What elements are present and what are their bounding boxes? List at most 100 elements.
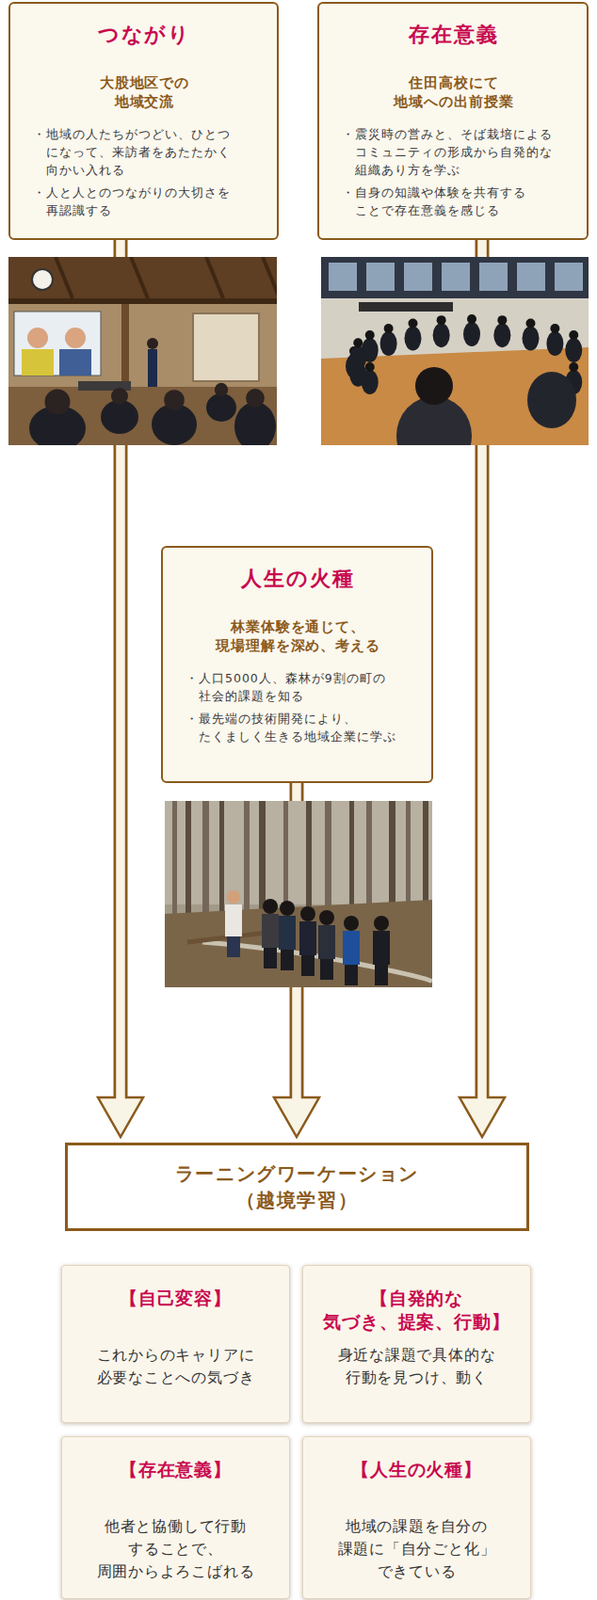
arrow-head <box>459 1097 505 1138</box>
seated-student <box>433 322 451 348</box>
outcome-text: これからのキャリアに 必要なことへの気づき <box>73 1344 278 1390</box>
legs <box>263 948 277 969</box>
text-line: （越境学習） <box>236 1187 359 1214</box>
text-line: 向かい入れる <box>32 161 126 179</box>
text-line: 【存在意義】 <box>119 1458 233 1483</box>
head <box>245 388 265 408</box>
bullet-text: ・最先端の技術開発により、 たくましく生きる地域企業に学ぶ <box>185 709 411 746</box>
head <box>384 323 394 334</box>
head <box>497 315 507 325</box>
head <box>319 910 335 926</box>
legs <box>344 965 358 986</box>
seated-student <box>522 326 540 352</box>
head <box>365 362 375 372</box>
head <box>373 916 389 932</box>
forest-photo <box>164 801 433 988</box>
legs <box>226 936 241 958</box>
text-line: 地域への出前授業 <box>393 92 514 112</box>
audience-member <box>206 393 237 422</box>
text-line: ラーニングワーケーション <box>175 1161 420 1188</box>
text-line: 他者と協働して行動 <box>104 1516 247 1539</box>
guide-body <box>225 904 243 937</box>
outcome-box: 【自発的な 気づき、提案、行動】身近な課題で具体的な 行動を見つけ、動く <box>302 1265 532 1424</box>
student-body <box>318 925 336 960</box>
projection-screen <box>14 311 101 376</box>
outcome-heading: 【自己変容】 <box>73 1287 278 1335</box>
text-line: になって、来訪者をあたたかく <box>32 143 231 162</box>
head <box>226 890 241 904</box>
text-line: 【自己変容】 <box>119 1287 233 1311</box>
text-line: ことで存在意義を感じる <box>341 201 501 220</box>
text-line: 再認識する <box>32 201 113 220</box>
ceiling-beam <box>262 257 277 299</box>
outcome-box: 【自己変容】これからのキャリアに 必要なことへの気づき <box>61 1265 291 1424</box>
topic-box: 人生の火種林業体験を通じて、 現場理解を深め、考える・人口5000人、森林が9割… <box>161 546 434 784</box>
seated-student <box>404 326 422 352</box>
seated-student <box>527 371 577 429</box>
outcome-box: 【人生の火種】地域の課題を自分の 課題に「自分ごと化」 できている <box>302 1436 532 1600</box>
text-line: 存在意義 <box>408 20 500 49</box>
person-on-screen <box>59 349 92 376</box>
legs <box>320 959 334 981</box>
seated-student <box>361 338 379 363</box>
text-line: 人生の火種 <box>241 564 355 594</box>
text-line: たくましく生きる地域企業に学ぶ <box>185 727 397 746</box>
window <box>403 262 433 291</box>
text-line: 課題に「自分ごと化」 <box>338 1538 497 1562</box>
bullet-text: ・地域の人たちがつどい、ひとつ になって、来訪者をあたたかく 向かい入れる <box>32 125 257 179</box>
face <box>27 327 49 349</box>
student-body <box>372 931 390 966</box>
hub-title: ラーニングワーケーション （越境学習） <box>77 1161 517 1214</box>
head <box>111 387 129 405</box>
text-line: コミュニティの形成から自発的な <box>341 143 553 162</box>
head <box>549 323 560 334</box>
box-heading: 人生の火種 <box>185 564 411 594</box>
door <box>193 313 259 382</box>
beam <box>8 298 277 305</box>
head <box>214 383 228 397</box>
head <box>353 338 363 348</box>
box-subtitle: 住田高校にて 地域への出前授業 <box>341 73 566 112</box>
text-line: 行動を見つけ、動く <box>345 1367 488 1390</box>
pillar <box>121 304 130 389</box>
window <box>441 262 470 291</box>
text-line: 住田高校にて <box>408 73 499 93</box>
head <box>568 362 579 372</box>
arrow-head <box>274 1097 320 1138</box>
arrow-head <box>97 1097 144 1138</box>
outcome-text: 地域の課題を自分の 課題に「自分ごと化」 できている <box>314 1516 519 1584</box>
text-line: ・最先端の技術開発により、 <box>185 709 357 728</box>
box-subtitle: 林業体験を通じて、 現場理解を深め、考える <box>185 617 411 656</box>
outcome-heading: 【人生の火種】 <box>314 1458 519 1506</box>
text-line: 身近な課題で具体的な <box>338 1344 497 1368</box>
text-line: 【自発的な <box>370 1287 465 1311</box>
hair <box>415 367 453 405</box>
audience-member <box>234 402 276 446</box>
person <box>147 349 158 388</box>
text-line: ・震災時の営みと、そば栽培による <box>341 125 553 144</box>
text-line: これからのキャリアに <box>96 1344 256 1368</box>
text-line: 大股地区での <box>99 73 190 93</box>
box-heading: 存在意義 <box>341 20 566 49</box>
text-line: 現場理解を深め、考える <box>215 636 381 656</box>
person-on-screen <box>21 349 54 376</box>
student-body <box>342 931 360 966</box>
head <box>526 319 536 329</box>
topic-box: 存在意義住田高校にて 地域への出前授業・震災時の営みと、そば栽培による コミュニ… <box>317 1 589 241</box>
head <box>279 901 295 917</box>
window <box>479 262 508 291</box>
text-line: 【人生の火種】 <box>351 1458 484 1483</box>
face <box>64 327 86 349</box>
legs <box>301 955 315 977</box>
wall-clock <box>32 269 53 291</box>
photo-content <box>8 257 277 446</box>
outcome-text: 身近な課題で具体的な 行動を見つけ、動く <box>314 1344 519 1390</box>
seated-student <box>546 331 564 356</box>
head <box>568 330 579 340</box>
seated-student <box>493 322 511 348</box>
audience-member <box>100 400 139 435</box>
legs <box>374 965 388 986</box>
head <box>300 906 316 922</box>
